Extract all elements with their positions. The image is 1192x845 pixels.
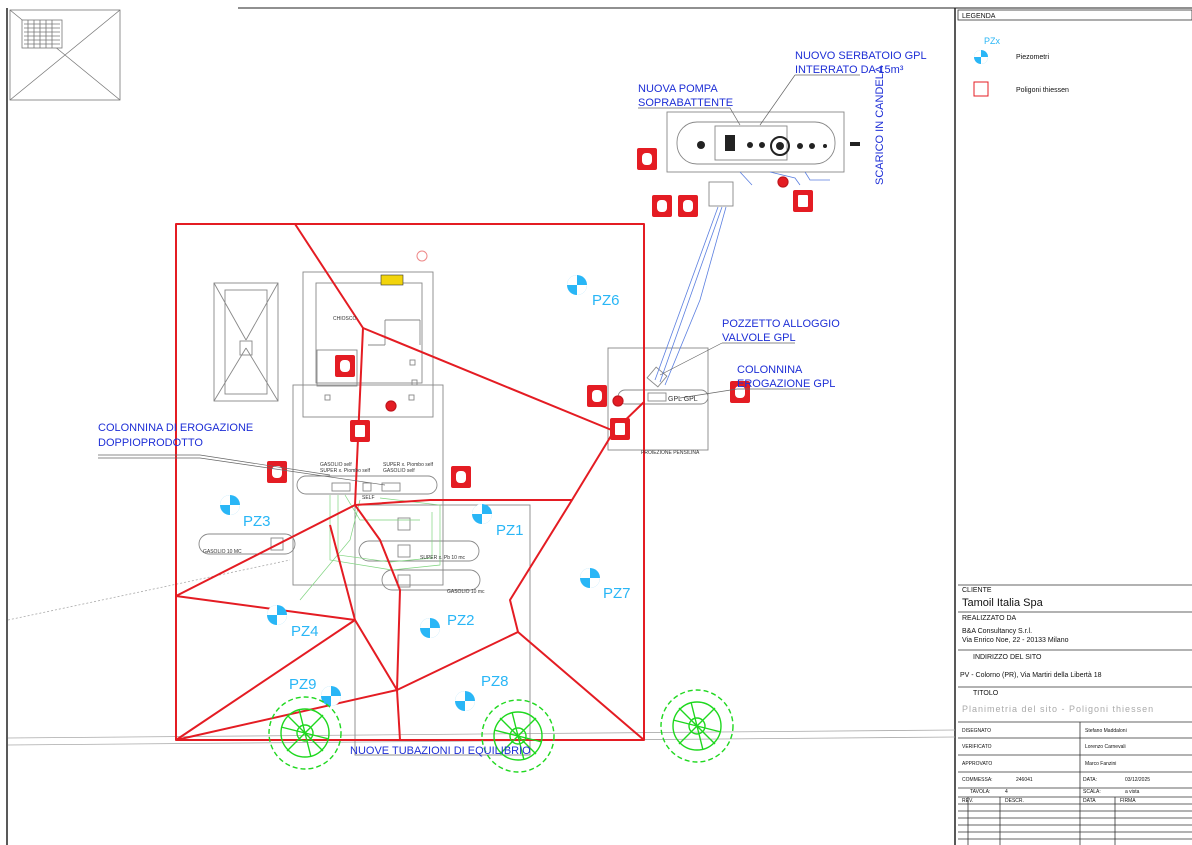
scale-value: a vista [1125, 789, 1140, 795]
gpl-island-label: GPL GPL [668, 396, 698, 403]
disp-left-1: GASOLIO self [320, 462, 352, 468]
red-markers [385, 176, 789, 412]
legend-title: LEGENDA [962, 13, 996, 20]
legend-poly-label: Poligoni thiessen [1016, 87, 1069, 94]
site-address: PV - Colorno (PR), Via Martiri della Lib… [960, 672, 1102, 679]
checked-label: VERIFICATO [962, 744, 992, 750]
discharge-label: SCARICO IN CANDELA [874, 65, 886, 185]
gpl-piping [654, 171, 830, 386]
made-by-header: REALIZZATO DA [962, 615, 1017, 622]
new-tank-line2: INTERRATO DA 15m³ [795, 64, 904, 76]
pz7-label: PZ7 [603, 585, 631, 602]
desc-label: DESCR. [1005, 798, 1024, 804]
title-block [958, 584, 1192, 845]
rdate-label: DATA [1083, 798, 1096, 804]
approved-label: APPROVATO [962, 761, 993, 767]
new-pump-line2: SOPRABATTENTE [638, 97, 733, 109]
legend-pz-label: Piezometri [1016, 54, 1050, 61]
date-value: 03/12/2025 [1125, 777, 1151, 783]
scale-label: SCALA: [1083, 789, 1101, 795]
site-header: INDIRIZZO DEL SITO [973, 654, 1042, 661]
disp-right-1: SUPER x. Piombo self [383, 462, 434, 468]
tree-symbols [268, 689, 734, 773]
pz9-label: PZ9 [289, 676, 317, 693]
drawing-title: Planimetria del sito - Poligoni thiessen [962, 704, 1155, 714]
pz1-label: PZ1 [496, 522, 524, 539]
disp-right-2: GASOLIO self [383, 468, 415, 474]
date-label: DATA: [1083, 777, 1097, 783]
kiosk-sign [380, 274, 404, 286]
client-header: CLIENTE [962, 587, 992, 594]
tank-gasolio-left-label: GASOLIO 10 MC [203, 549, 242, 555]
order-label: COMMESSA: [962, 777, 993, 783]
piezometer-symbols [220, 275, 600, 711]
fire-extinguisher-icons [267, 148, 813, 488]
checked-value: Lorenzo Carnevali [1085, 744, 1126, 750]
dual-dispenser-line2: DOPPIOPRODOTTO [98, 437, 203, 449]
pz6-label: PZ6 [592, 292, 620, 309]
approved-value: Marco Fanzini [1085, 761, 1117, 767]
lpg-dispenser-line2: EROGAZIONE GPL [737, 378, 835, 390]
leader-lines [98, 74, 860, 486]
drawn-value: Stefano Maddaloni [1085, 728, 1127, 734]
client-name: Tamoil Italia Spa [962, 597, 1043, 609]
disp-left-2: SUPER x. Piombo self [320, 468, 371, 474]
self-label: SELF [362, 495, 375, 501]
pz8-label: PZ8 [481, 673, 509, 690]
lpg-dispenser-line1: COLONNINA [737, 364, 803, 376]
kiosk-label: CHIOSCO [333, 316, 356, 322]
green-piping [299, 494, 441, 601]
pz4-label: PZ4 [291, 623, 319, 640]
drawn-label: DISEGNATO [962, 728, 991, 734]
tank-details [697, 135, 860, 156]
order-value: 246041 [1016, 777, 1033, 783]
valve-pit-line2: VALVOLE GPL [722, 332, 796, 344]
company-address: Via Enrico Noe, 22 - 20133 Milano [962, 637, 1069, 644]
legend-pz-symbol: PZx [984, 36, 1001, 46]
thiessen-polygons [175, 223, 645, 741]
dual-dispenser-line1: COLONNINA DI EROGAZIONE [98, 422, 253, 434]
tank-super-label: SUPER x. Pb 10 mc [420, 555, 466, 561]
legend-polygon-icon [973, 81, 989, 97]
legend-panel: LEGENDA PZx Piezometri Poligoni thiessen [957, 9, 1192, 97]
kiosk-marker [416, 250, 428, 262]
canopy-label: PROIEZIONE PENSILINA [641, 450, 700, 456]
pz3-label: PZ3 [243, 513, 271, 530]
corner-building [9, 9, 121, 101]
company-name: B&A Consultancy S.r.l. [962, 628, 1033, 635]
valve-pit-line1: POZZETTO ALLOGGIO [722, 318, 840, 330]
legend-piezometer-icon [974, 50, 988, 64]
title-header: TITOLO [973, 690, 999, 697]
new-pump-line1: NUOVA POMPA [638, 83, 718, 95]
station-linework [198, 111, 845, 756]
new-tank-line1: NUOVO SERBATOIO GPL [795, 50, 927, 62]
sign-label: FIRMA [1120, 798, 1136, 804]
equalization-label: NUOVE TUBAZIONI DI EQUILIBRIO [350, 745, 531, 757]
rev-label: REV. [962, 798, 974, 804]
tank-gasolio-label: GASOLIO 10 mc [447, 589, 485, 595]
sheet-value: 4 [1005, 789, 1008, 795]
pz2-label: PZ2 [447, 612, 475, 629]
sheet-label: TAVOLA: [970, 789, 991, 795]
